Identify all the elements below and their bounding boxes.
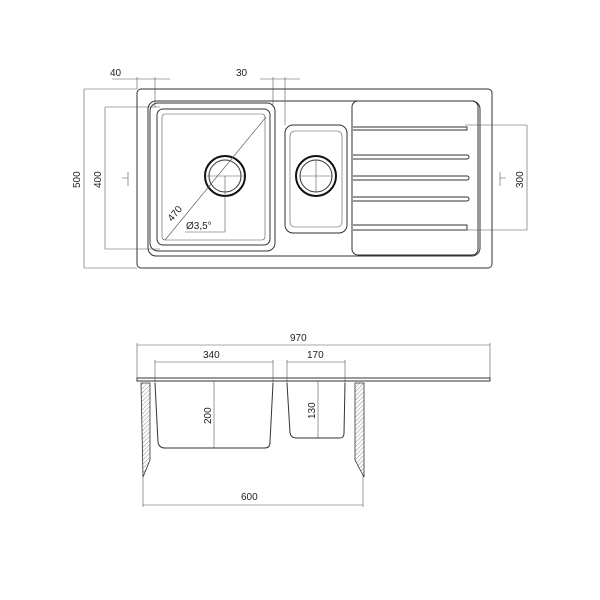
dim-40: 40	[110, 68, 122, 79]
main-bowl-profile	[154, 382, 274, 449]
dim-300: 300	[515, 171, 526, 188]
small-bowl	[284, 124, 348, 234]
dim-500: 500	[72, 171, 83, 188]
dim-130: 130	[307, 402, 318, 419]
drain-angle: Ø3,5°	[186, 221, 212, 232]
dim-200: 200	[203, 407, 214, 424]
right-cabinet-wall	[354, 382, 365, 478]
small-bowl-profile	[286, 382, 346, 439]
sink-rim	[147, 100, 481, 257]
dim-170: 170	[307, 350, 324, 361]
dimension-lines	[83, 77, 528, 269]
countertop-rim	[136, 377, 491, 382]
dim-340: 340	[203, 350, 220, 361]
small-drain-icon	[295, 155, 337, 197]
dim-30: 30	[236, 68, 248, 79]
side-dimension-lines	[136, 343, 491, 507]
top-view: 40 30 500 400 300 470 Ø3,5°	[72, 68, 528, 269]
drainer-grooves	[353, 126, 470, 231]
sink-outline	[136, 88, 493, 269]
dim-400: 400	[93, 171, 104, 188]
drainer	[351, 100, 479, 256]
side-view: 970 340 170 200 130 600	[136, 333, 491, 507]
dim-470-diagonal: 470	[166, 204, 185, 224]
main-bowl-outer	[149, 102, 276, 252]
main-bowl-inner	[156, 108, 271, 246]
dim-970: 970	[290, 333, 307, 344]
left-cabinet-wall	[140, 382, 151, 478]
dim-600: 600	[241, 492, 258, 503]
